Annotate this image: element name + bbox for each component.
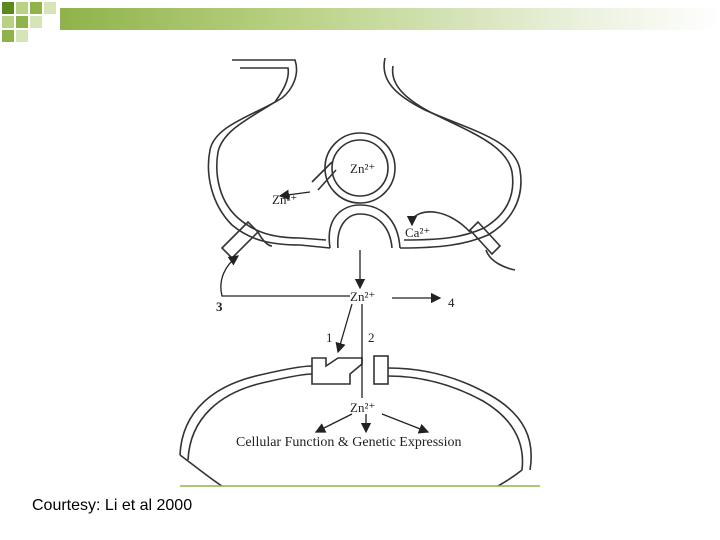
label-1: 1 <box>326 330 333 345</box>
synaptic-vesicle <box>311 132 396 204</box>
right-channel <box>468 220 502 256</box>
label-zn-vesicle: Zn²⁺ <box>350 161 375 176</box>
arrow-to-output-right <box>381 413 430 434</box>
label-output: Cellular Function & Genetic Expression <box>236 435 462 450</box>
label-4: 4 <box>448 295 455 310</box>
label-3: 3 <box>216 299 223 314</box>
arrow-to-output-left <box>314 413 353 433</box>
postsynaptic-membrane <box>179 365 532 487</box>
label-ca: Ca²⁺ <box>405 225 430 240</box>
presynaptic-membrane <box>207 57 522 249</box>
header-gradient-bar <box>60 8 720 30</box>
arrow-zn-from-vesicle <box>278 189 311 200</box>
receptor-1 <box>311 357 363 385</box>
fusing-vesicle <box>328 204 401 249</box>
label-2: 2 <box>368 330 375 345</box>
corner-decoration <box>0 0 60 50</box>
arrow-1 <box>335 303 353 354</box>
arrow-3 <box>220 255 350 297</box>
label-zn-cleft: Zn²⁺ <box>350 289 375 304</box>
left-channel-stem <box>257 231 273 247</box>
right-membrane-edge <box>485 249 516 271</box>
receptor-2 <box>373 355 389 385</box>
left-channel <box>220 220 260 260</box>
label-zn-release: Zn²⁺ <box>272 192 297 207</box>
image-credit: Courtesy: Li et al 2000 <box>32 497 193 514</box>
label-zn-post: Zn²⁺ <box>350 400 375 415</box>
